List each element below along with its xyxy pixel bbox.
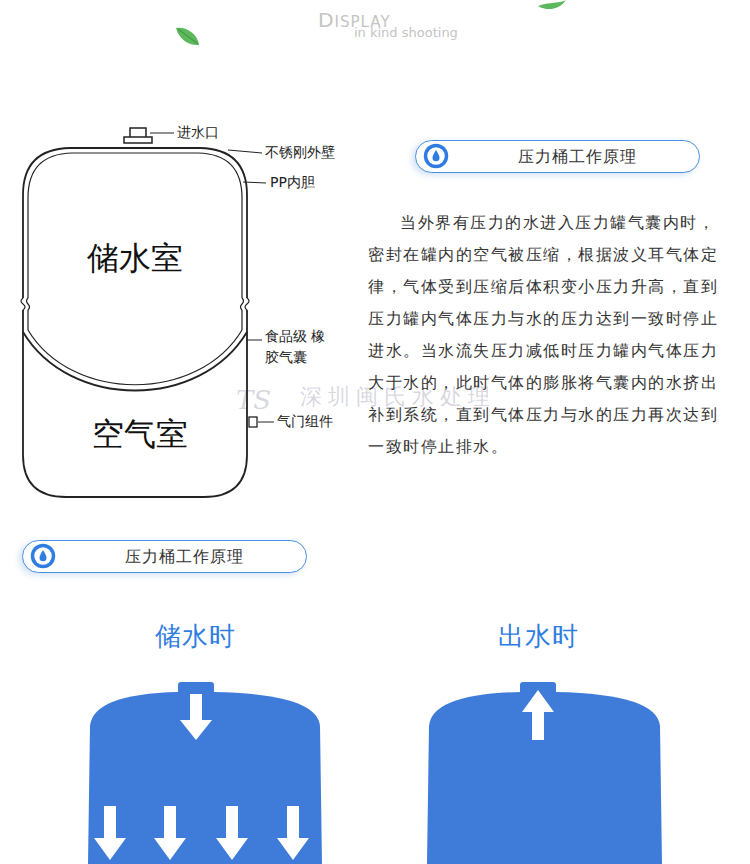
part-name: 进水口 (177, 124, 219, 142)
watermark: TS (236, 384, 271, 417)
chamber-label: 储水室 (22, 238, 248, 278)
section-badge: 压力桶工作原理 (22, 540, 307, 573)
blue-tank (427, 616, 663, 864)
leader-line (150, 133, 174, 134)
storing-tank: 储水时 (88, 616, 324, 864)
drop-icon (422, 142, 450, 170)
badge-title: 压力桶工作原理 (462, 141, 692, 172)
state-heading: 储水时 (77, 618, 313, 654)
pressure-tank: 储水室空气室 (22, 120, 254, 500)
leaf (176, 28, 199, 45)
part-name: 食品级 橡胶气囊 (265, 326, 327, 368)
leader-line (258, 422, 274, 423)
chamber-label: 空气室 (27, 414, 253, 454)
output-tank: 出水时 (427, 616, 663, 864)
leaf (538, 0, 566, 9)
part-name: PP内胆 (270, 174, 315, 192)
description-text: 当外界有压力的水进入压力罐气囊内时，密封在罐内的空气被压缩，根据波义耳气体定律，… (368, 207, 724, 463)
part-name: 气门组件 (277, 413, 333, 431)
blue-tank (88, 616, 324, 864)
leader-line (228, 150, 262, 153)
leaf-vein (178, 29, 198, 44)
part-name: 不锈刚外壁 (265, 144, 335, 162)
section-badge: 压力桶工作原理 (415, 140, 700, 173)
leader-line (246, 340, 262, 341)
drop-icon (29, 542, 57, 570)
badge-title: 压力桶工作原理 (69, 541, 299, 572)
header-sub: in kind shooting (354, 25, 458, 41)
state-heading: 出水时 (420, 618, 656, 654)
